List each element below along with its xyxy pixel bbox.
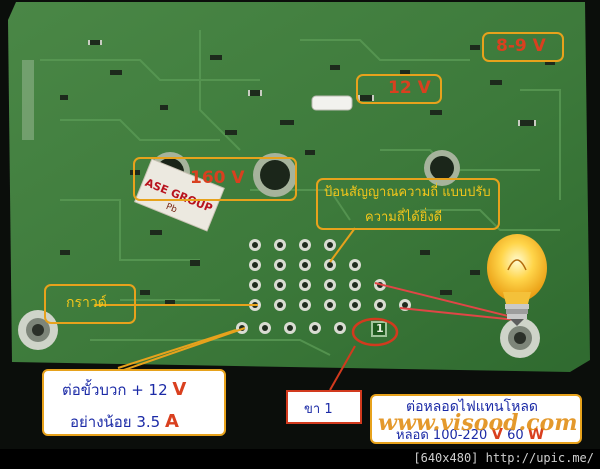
label-box-pin1 bbox=[286, 390, 362, 424]
pin-hole bbox=[327, 282, 333, 288]
label-positive-line2-text: อย่างน้อย 3.5 bbox=[70, 413, 165, 431]
watermark-visood: www.visood.com bbox=[378, 410, 578, 436]
pin-hole bbox=[327, 262, 333, 268]
pin-hole bbox=[352, 262, 358, 268]
freq-pointer-line bbox=[329, 227, 356, 263]
pin-hole bbox=[402, 302, 408, 308]
label-lamp-line2-mid: 60 bbox=[502, 428, 528, 443]
pcb-board bbox=[8, 2, 590, 372]
label-box-8-9v bbox=[482, 32, 564, 62]
pin-hole bbox=[302, 262, 308, 268]
pin-hole bbox=[277, 262, 283, 268]
light-bulb-icon bbox=[487, 234, 547, 326]
label-12v: 12 V bbox=[388, 78, 431, 98]
label-lamp-line1: ต่อหลอดไฟแทนโหลด bbox=[406, 399, 539, 415]
pin1-pointer-line bbox=[329, 345, 356, 391]
pin1-marker-digit: 1 bbox=[376, 322, 384, 335]
label-positive-line1-unit: V bbox=[172, 379, 187, 400]
pin-hole bbox=[252, 262, 258, 268]
footer-text: [640x480] http://upic.me/ bbox=[413, 451, 594, 465]
label-positive-line2-unit: A bbox=[165, 411, 179, 432]
label-box-frequency bbox=[316, 178, 500, 230]
pin-hole bbox=[262, 325, 268, 331]
label-frequency-line1: ป้อนสัญญาณความถี่ แบบปรับ bbox=[324, 185, 491, 200]
pin-hole bbox=[277, 302, 283, 308]
pin-hole bbox=[352, 282, 358, 288]
wire-to-bulb-2 bbox=[399, 307, 517, 321]
label-lamp-line2-w: W bbox=[527, 425, 545, 443]
pin-1-pad bbox=[371, 321, 387, 337]
pin-hole bbox=[312, 325, 318, 331]
pin-hole bbox=[252, 282, 258, 288]
label-box-positive bbox=[42, 369, 226, 436]
pin-hole bbox=[327, 302, 333, 308]
pcb-traces bbox=[40, 30, 561, 356]
test-pad-12v bbox=[311, 95, 353, 111]
label-frequency-line2: ความถี่ได้ยิ่งดี bbox=[365, 210, 443, 225]
label-positive-line1: ต่อขั้วบวก + 12 V bbox=[62, 378, 186, 402]
label-lamp-line2: หลอด 100-220 V 60 W bbox=[396, 424, 544, 445]
label-box-lamp bbox=[370, 394, 582, 444]
pin-hole bbox=[277, 242, 283, 248]
wire-to-bulb-1 bbox=[374, 282, 517, 319]
pin-hole bbox=[377, 302, 383, 308]
label-positive-line2: อย่างน้อย 3.5 A bbox=[70, 410, 179, 434]
label-pin1: ขา 1 bbox=[304, 402, 333, 417]
pin-hole bbox=[337, 325, 343, 331]
label-8-9v: 8-9 V bbox=[496, 36, 546, 56]
pin-hole bbox=[302, 282, 308, 288]
pin1-circle bbox=[351, 317, 399, 347]
pin-hole bbox=[302, 302, 308, 308]
pin-hole bbox=[287, 325, 293, 331]
label-160v: 160 V bbox=[190, 168, 245, 188]
label-box-12v bbox=[356, 74, 442, 104]
label-positive-line1-text: ต่อขั้วบวก + 12 bbox=[62, 381, 173, 399]
silkscreen-strip bbox=[22, 60, 34, 140]
smd-components bbox=[60, 40, 555, 306]
pin-hole bbox=[252, 242, 258, 248]
component-sticker bbox=[134, 158, 225, 232]
positive-pointer-line bbox=[117, 329, 237, 369]
label-ground: กราวด์ bbox=[66, 295, 107, 311]
image-footer: [640x480] http://upic.me/ bbox=[0, 449, 600, 469]
pin-hole bbox=[277, 282, 283, 288]
pin-hole bbox=[327, 242, 333, 248]
pin-hole bbox=[352, 302, 358, 308]
positive-pointer-line-2 bbox=[117, 327, 246, 373]
pin-hole bbox=[302, 242, 308, 248]
label-lamp-line2-text: หลอด 100-220 bbox=[396, 428, 492, 443]
label-box-ground bbox=[44, 284, 136, 324]
label-box-160v bbox=[133, 157, 297, 201]
label-lamp-line2-v: V bbox=[491, 425, 503, 443]
